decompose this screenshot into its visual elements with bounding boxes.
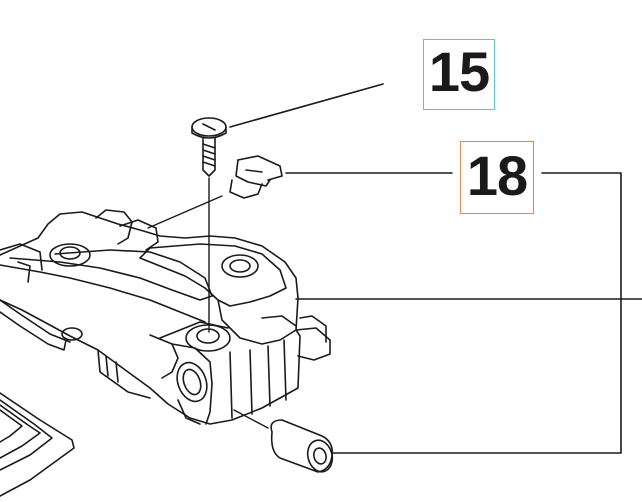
bracket-clip-part [147,155,283,229]
motor-housing [0,209,331,425]
callout-18-label: 18 [466,144,528,207]
screw-part [191,117,227,333]
callout-15: 15 [423,39,495,110]
callout-18: 18 [460,141,534,214]
leader-line-15 [229,83,384,128]
roller-part [233,409,334,473]
base-plate [0,392,75,497]
callout-15-label: 15 [428,40,490,103]
leader-lines [229,83,642,454]
leader-line-18-bracket [332,172,622,454]
